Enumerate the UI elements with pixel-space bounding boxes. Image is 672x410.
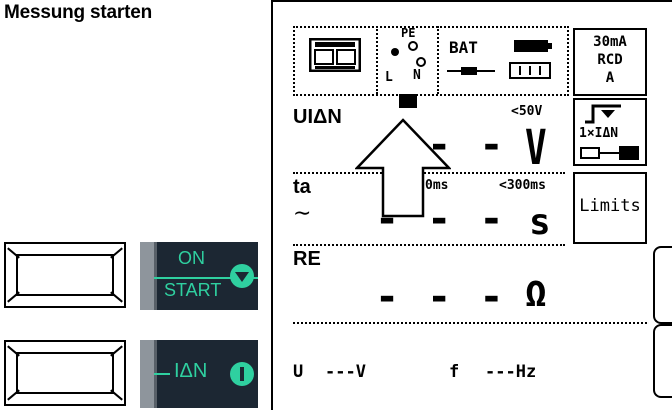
battery-label: BAT: [449, 38, 478, 57]
row-label-ta: ta: [293, 176, 311, 198]
probe-icon: [399, 94, 417, 108]
bar-indicator-icon: [509, 62, 551, 79]
ramp-icon: [585, 104, 621, 124]
row-unit-uidn: V: [525, 120, 547, 176]
ac-wave-icon: ∼: [293, 200, 312, 225]
limits-label: Limits: [579, 196, 641, 216]
on-start-key-label: ON START: [140, 242, 258, 310]
pe-label: PE: [401, 26, 416, 40]
voltage-value: ---V: [325, 362, 366, 382]
rcd-type-box[interactable]: 30mA RCD A: [573, 28, 647, 96]
test-device-icon: [309, 38, 361, 72]
row-limit-left-ta: 0ms: [425, 178, 449, 193]
rcd-current: 30mA: [593, 34, 627, 50]
row-label-re: RE: [293, 248, 321, 270]
status-bar: [293, 26, 569, 96]
start-key[interactable]: [4, 242, 126, 308]
limits-button[interactable]: Limits: [573, 172, 647, 244]
chevron-down-circle-icon: [230, 264, 254, 288]
idn-key-label: IΔN: [140, 340, 258, 408]
test-mode-label: 1×IΔN: [579, 126, 619, 141]
on-label: ON: [178, 248, 205, 268]
row-unit-re: Ω: [525, 274, 547, 315]
battery-icon: [514, 40, 552, 52]
device-display: PE L N BAT 30mA RCD A 1×IΔN: [271, 0, 672, 410]
row-label-uidn: UIΔN: [293, 106, 342, 128]
row-value-re: - - -: [375, 274, 506, 320]
side-bracket-top: [653, 246, 672, 324]
l-label: L: [385, 70, 393, 85]
rcd-label: RCD: [597, 52, 623, 68]
row-unit-ta: s: [529, 202, 551, 243]
power-circle-icon: [230, 362, 254, 386]
frequency-value: ---Hz: [485, 362, 537, 382]
fuse-icon: [447, 67, 495, 75]
row-limit-ta: <300ms: [499, 178, 546, 193]
connection-icon: [391, 41, 426, 67]
rcd-type: A: [605, 70, 615, 86]
rcd-wiring-icon: [580, 146, 639, 160]
page-title: Messung starten: [4, 2, 152, 23]
test-mode-box[interactable]: 1×IΔN: [573, 98, 647, 166]
voltage-label: U: [293, 362, 304, 382]
n-label: N: [413, 68, 421, 83]
arrow-up-icon: [355, 118, 451, 218]
side-bracket-bottom: [653, 324, 672, 398]
idn-label: IΔN: [174, 360, 208, 382]
idn-key[interactable]: [4, 340, 126, 406]
frequency-label: f: [449, 362, 460, 382]
row-limit-uidn: <50V: [511, 104, 543, 119]
start-label: START: [164, 280, 222, 300]
